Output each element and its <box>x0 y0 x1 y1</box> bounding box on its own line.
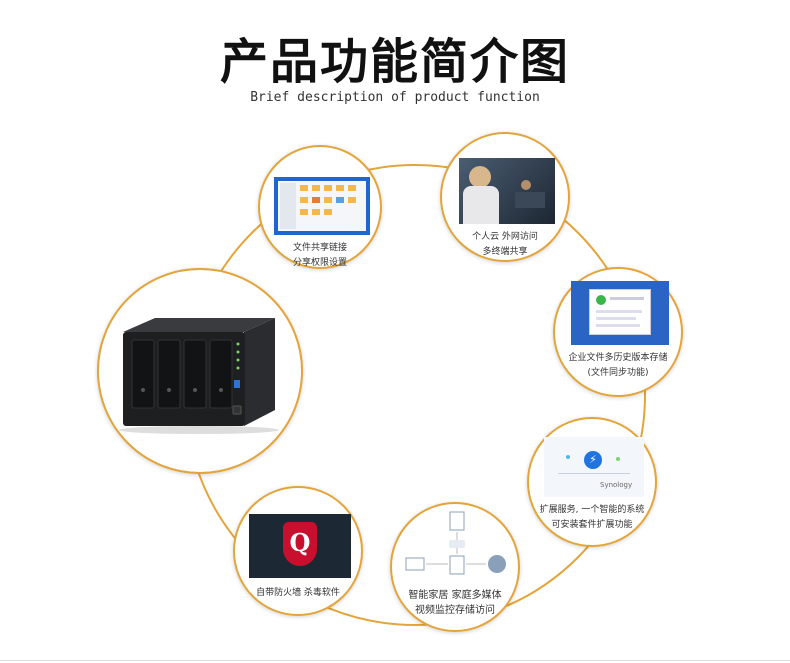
page-subtitle: Brief description of product function <box>250 90 540 105</box>
page-title: 产品功能简介图 <box>219 34 570 90</box>
caption-line-2: 视频监控存储访问 <box>415 605 495 616</box>
file-manager-screenshot <box>274 177 370 235</box>
feature-file-sharing: 文件共享链接 分享权限设置 <box>258 145 382 269</box>
caption-line-2: 可安装套件扩展功能 <box>551 520 633 530</box>
nas-circle <box>97 268 303 474</box>
feature-smart-home: 智能家居 家庭多媒体 视频监控存储访问 <box>390 502 520 632</box>
caption-line-1: 扩展服务, 一个智能的系统 <box>539 505 645 515</box>
caption-line-2: (文件同步功能) <box>587 368 649 378</box>
bottom-divider <box>0 660 790 661</box>
feature-extensions: ⚡ Synology 扩展服务, 一个智能的系统 可安装套件扩展功能 <box>527 417 657 547</box>
feature-remote-access: 个人云 外网访问 多终端共享 <box>440 132 570 262</box>
feature-caption: 个人云 外网访问 多终端共享 <box>442 230 568 260</box>
caption-line-2: 多终端共享 <box>482 247 528 257</box>
security-app-screenshot: Q <box>249 514 351 578</box>
caption-line-1: 文件共享链接 <box>292 243 347 253</box>
smart-home-diagram <box>405 511 506 575</box>
feature-caption: 企业文件多历史版本存储 (文件同步功能) <box>555 351 681 381</box>
sync-screenshot <box>571 281 669 345</box>
caption-line-2: 分享权限设置 <box>292 258 347 268</box>
feature-version-history: 企业文件多历史版本存储 (文件同步功能) <box>553 267 683 397</box>
firewall-logo-letter: Q <box>289 528 311 557</box>
feature-firewall: Q 自带防火墙 杀毒软件 <box>233 486 363 616</box>
feature-caption: 自带防火墙 杀毒软件 <box>235 586 361 601</box>
caption-line-1: 自带防火墙 杀毒软件 <box>256 588 340 598</box>
feature-caption: 扩展服务, 一个智能的系统 可安装套件扩展功能 <box>529 503 655 533</box>
remote-access-photo <box>459 158 555 224</box>
feature-caption: 文件共享链接 分享权限设置 <box>260 241 380 271</box>
feature-caption: 智能家居 家庭多媒体 视频监控存储访问 <box>392 588 518 618</box>
package-center-screenshot: ⚡ Synology <box>544 437 644 497</box>
caption-line-1: 企业文件多历史版本存储 <box>568 353 668 363</box>
caption-line-1: 个人云 外网访问 <box>472 232 538 242</box>
caption-line-1: 智能家居 家庭多媒体 <box>408 590 502 601</box>
synology-logo: Synology <box>600 481 633 489</box>
nas-device-image <box>119 318 279 434</box>
